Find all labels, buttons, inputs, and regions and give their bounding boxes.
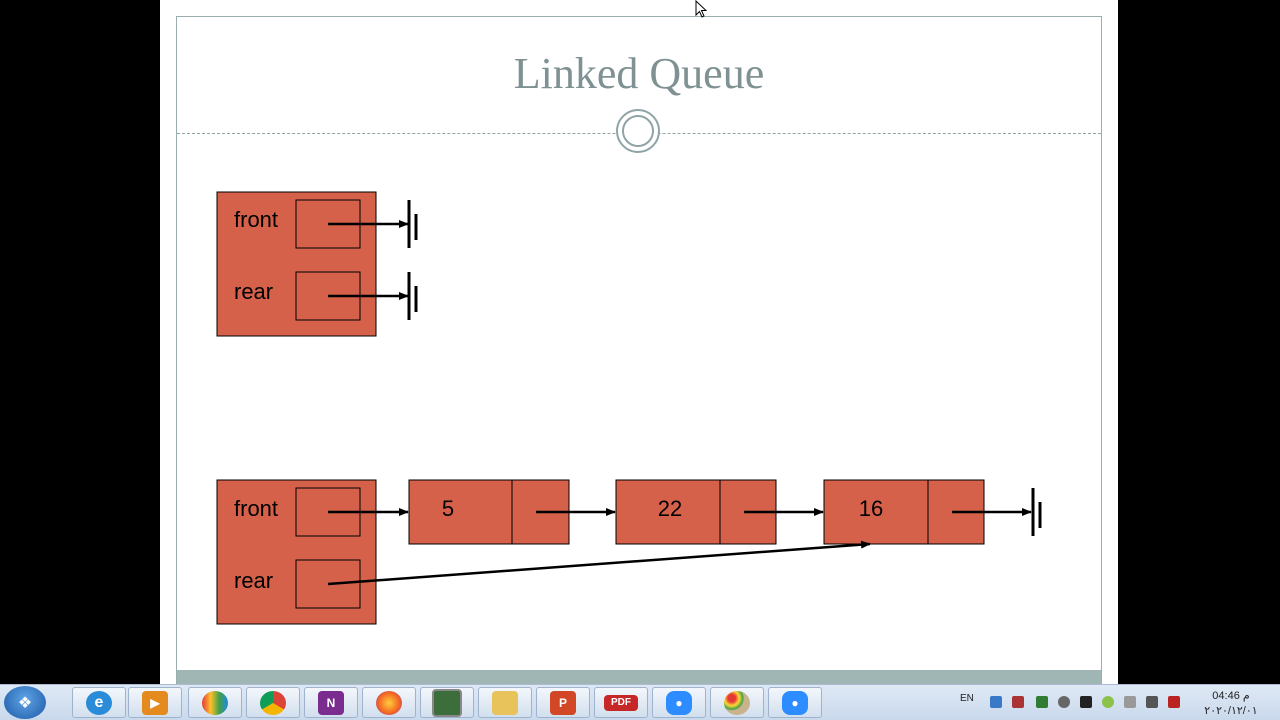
taskbar-app-launcher[interactable]: [188, 687, 242, 718]
network-app-icon[interactable]: [990, 696, 1002, 708]
action-center-flag-icon[interactable]: [1146, 696, 1158, 708]
empty-queue-header: front rear: [216, 191, 377, 337]
taskbar-powerpoint[interactable]: P: [536, 687, 590, 718]
taskbar-chrome[interactable]: [246, 687, 300, 718]
taskbar-zoom[interactable]: ●: [652, 687, 706, 718]
powerpoint-icon: P: [550, 690, 576, 715]
slide-footer-band: [177, 670, 1101, 684]
zoom-icon: ●: [782, 690, 808, 715]
media-player-icon: ▶: [142, 690, 168, 715]
zoom-icon: ●: [666, 690, 692, 715]
taskbar-firefox[interactable]: [362, 687, 416, 718]
taskbar-task-manager[interactable]: [420, 687, 474, 718]
folder-icon: [492, 690, 518, 715]
front-label: front: [234, 496, 278, 521]
paint-palette-icon: [724, 690, 750, 715]
taskbar-pdf-reader[interactable]: PDF: [594, 687, 648, 718]
taskbar-file-explorer[interactable]: [478, 687, 532, 718]
internet-explorer-icon: e: [86, 690, 112, 715]
linked-queue-diagram: front rear front rear: [216, 191, 1042, 625]
pdf-icon: PDF: [604, 694, 638, 711]
language-indicator[interactable]: EN: [960, 693, 974, 704]
sync-icon[interactable]: [1102, 696, 1114, 708]
onenote-tray-icon[interactable]: [1012, 696, 1024, 708]
slide-frame: [176, 16, 1102, 684]
last-node-null-pointer: [952, 488, 1042, 536]
taskbar-paint[interactable]: [710, 687, 764, 718]
mouse-cursor-icon: [695, 0, 708, 18]
title-ornament-circle: [616, 109, 660, 153]
taskbar: ❖ e ▶ N P PDF ● ● EN 04:46: [0, 684, 1280, 720]
slide-title: Linked Queue: [513, 49, 765, 98]
front-label: front: [234, 207, 278, 232]
bluetooth-icon[interactable]: [1080, 696, 1092, 708]
taskbar-media-player[interactable]: ▶: [128, 687, 182, 718]
rear-null-pointer: [328, 272, 418, 320]
start-button[interactable]: ❖: [4, 686, 46, 719]
onenote-icon: N: [318, 690, 344, 715]
rear-pointer-arrow: [327, 540, 871, 586]
taskbar-internet-explorer[interactable]: e: [72, 687, 126, 718]
signal-icon[interactable]: [1124, 696, 1136, 708]
windows-logo-icon: ❖: [17, 694, 33, 712]
node-value: 22: [658, 496, 682, 521]
power-icon[interactable]: [1168, 696, 1180, 708]
rear-label: rear: [234, 279, 273, 304]
node-value: 16: [859, 496, 883, 521]
taskbar-zoom-2[interactable]: ●: [768, 687, 822, 718]
colorful-app-icon: [202, 690, 228, 715]
chrome-icon: [260, 690, 286, 715]
clock-date[interactable]: ٢٠٢٠/١٢/٠١: [1204, 705, 1258, 717]
volume-icon[interactable]: [1058, 696, 1070, 708]
clock-time[interactable]: 04:46 م: [1212, 690, 1250, 702]
taskbar-onenote[interactable]: N: [304, 687, 358, 718]
firefox-icon: [376, 690, 402, 715]
node-value: 5: [442, 496, 454, 521]
desktop-background: Linked Queue front rear: [160, 0, 1118, 684]
monitor-icon: [432, 688, 462, 717]
rear-label: rear: [234, 568, 273, 593]
slide-canvas: Linked Queue front rear: [160, 0, 1118, 684]
queue-header: front rear: [216, 479, 377, 625]
front-null-pointer: [328, 200, 418, 248]
green-tray-icon[interactable]: [1036, 696, 1048, 708]
